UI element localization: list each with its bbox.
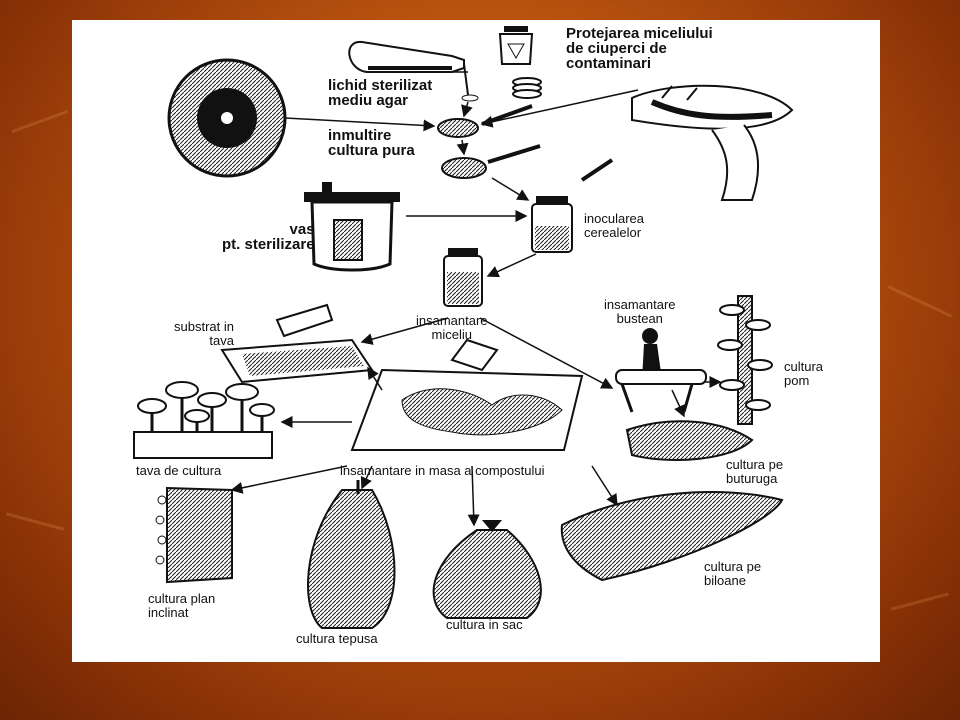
sterilizer-vessel-illustration (304, 182, 400, 272)
label-stump-culture: cultura pe buturuga (726, 457, 784, 486)
inoculation-jar-illustration (531, 158, 614, 253)
label-multiply-pure: inmultire cultura pura (328, 127, 415, 159)
background-streak (5, 512, 65, 531)
spore-print-illustration (167, 58, 287, 178)
label-seeding-log: insamantare bustean (604, 297, 676, 326)
diagram-panel: Protejarea miceliului de ciuperci de con… (72, 20, 880, 662)
petri-dish-2 (441, 144, 541, 179)
compost-sheet-illustration (350, 338, 584, 451)
label-protection: Protejarea miceliului de ciuperci de con… (566, 25, 713, 72)
background-streak (890, 592, 950, 611)
label-compost-seeding: insamantare in masa a compostului (340, 463, 545, 478)
inclined-culture-illustration (155, 486, 233, 584)
label-liquid-agar: lichid sterilizat mediu agar (328, 77, 433, 109)
background-streak (11, 109, 69, 134)
label-tray-culture: tava de cultura (136, 463, 222, 478)
ridge-culture-illustration (560, 491, 784, 582)
flow-arrows (230, 89, 722, 527)
label-ridge-culture: cultura pe biloane (704, 559, 762, 588)
stump-culture-illustration (625, 420, 754, 461)
substrate-tray-illustration (220, 303, 374, 384)
stake-culture-illustration (307, 480, 396, 629)
flask-illustration (348, 40, 479, 102)
spawn-jar-illustration (443, 248, 483, 307)
label-sack-culture: cultura in sac (446, 617, 523, 632)
log-seeding-illustration (615, 328, 707, 413)
label-tree-culture: cultura pom (784, 359, 824, 388)
label-inoculation: inocularea cerealelor (584, 211, 644, 240)
label-vessel: vas pt. sterilizare (222, 221, 315, 253)
mushroom-section-illustration (631, 84, 794, 201)
diagram-drawing (133, 26, 794, 629)
background-streak (887, 285, 953, 318)
tree-culture-illustration (717, 295, 773, 425)
label-inclined-culture: cultura plan inclinat (148, 591, 216, 620)
label-substrate-tray: substrat in tava (174, 319, 234, 348)
sack-culture-illustration (432, 520, 542, 619)
label-stake-culture: cultura tepusa (296, 631, 378, 646)
label-seeding-mycelium: insamantare miceliu (416, 313, 488, 342)
sterile-jar-illustration (498, 26, 542, 99)
mushroom-tray-illustration (133, 381, 275, 459)
petri-dish-1 (437, 104, 533, 138)
